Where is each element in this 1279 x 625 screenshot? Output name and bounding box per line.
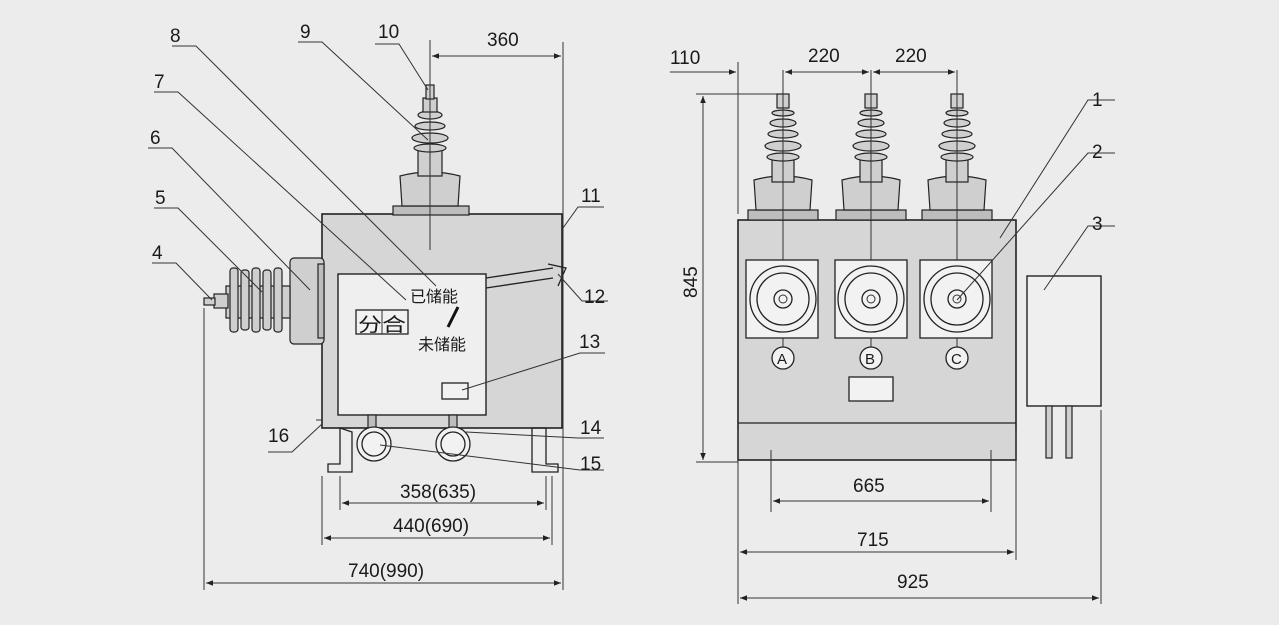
dim-715: 715 [857, 530, 889, 551]
side-spring-arm [485, 263, 567, 289]
part-label-11: 11 [581, 186, 601, 207]
dim-845: 845 [681, 266, 702, 298]
part-label-8: 8 [170, 26, 181, 47]
part-label-10: 10 [378, 22, 399, 43]
side-leaders [148, 41, 608, 471]
phase-c-label: C [951, 351, 962, 368]
side-extension-lines [203, 40, 564, 590]
part-label-6: 6 [150, 128, 161, 149]
front-leaders [956, 99, 1115, 301]
front-view: A B C [737, 70, 1102, 461]
front-nameplate [848, 376, 894, 402]
part-label-12: 12 [584, 287, 605, 308]
indicator-needle [446, 306, 460, 328]
dim-360: 360 [487, 30, 519, 51]
ct-window-b [834, 259, 908, 339]
part-label-16: 16 [268, 426, 289, 447]
side-top-bushing [392, 80, 470, 250]
phase-markers: A B C [771, 346, 969, 370]
dim-358-635: 358(635) [400, 482, 476, 503]
energy-indicator: 分合 已储能 未储能 [355, 288, 466, 354]
side-base [327, 414, 559, 473]
dim-220-left: 220 [808, 46, 840, 67]
part-label-7: 7 [154, 72, 165, 93]
front-extension-lines [696, 62, 1102, 604]
part-label-9: 9 [300, 22, 311, 43]
phase-b-label: B [865, 351, 875, 368]
side-view: 分合 已储能 未储能 [203, 80, 567, 473]
part-label-13: 13 [579, 332, 600, 353]
part-label-4: 4 [152, 243, 163, 264]
ct-window-a [745, 259, 819, 339]
front-dimensions: 110 220 220 845 665 715 925 [670, 46, 1099, 601]
dim-110: 110 [670, 48, 700, 69]
front-main-body [737, 219, 1017, 461]
dim-220-right: 220 [895, 46, 927, 67]
ct-window-c [919, 259, 993, 339]
part-label-5: 5 [155, 188, 166, 209]
part-label-1: 1 [1092, 90, 1103, 111]
side-part-labels: 8 9 10 7 6 5 4 11 12 13 16 14 15 [150, 22, 605, 475]
side-nameplate [441, 382, 469, 400]
dim-440-690: 440(690) [393, 516, 469, 537]
part-label-3: 3 [1092, 214, 1103, 235]
side-left-housing [289, 257, 325, 345]
open-close-label: 分合 [358, 314, 406, 336]
part-label-14: 14 [580, 418, 602, 439]
dim-740-990: 740(990) [348, 561, 424, 582]
part-label-15: 15 [580, 454, 601, 475]
dim-925: 925 [897, 572, 929, 593]
side-dimensions: 360 358(635) 440(690) 740(990) [206, 30, 561, 586]
part-label-2: 2 [1092, 142, 1103, 163]
front-part-labels: 1 2 3 [1092, 90, 1103, 235]
charged-label: 已储能 [410, 288, 458, 306]
uncharged-label: 未储能 [418, 336, 466, 354]
phase-a-label: A [777, 351, 787, 368]
side-left-insulator [203, 267, 291, 333]
dim-665: 665 [853, 476, 885, 497]
control-box [1026, 275, 1102, 459]
